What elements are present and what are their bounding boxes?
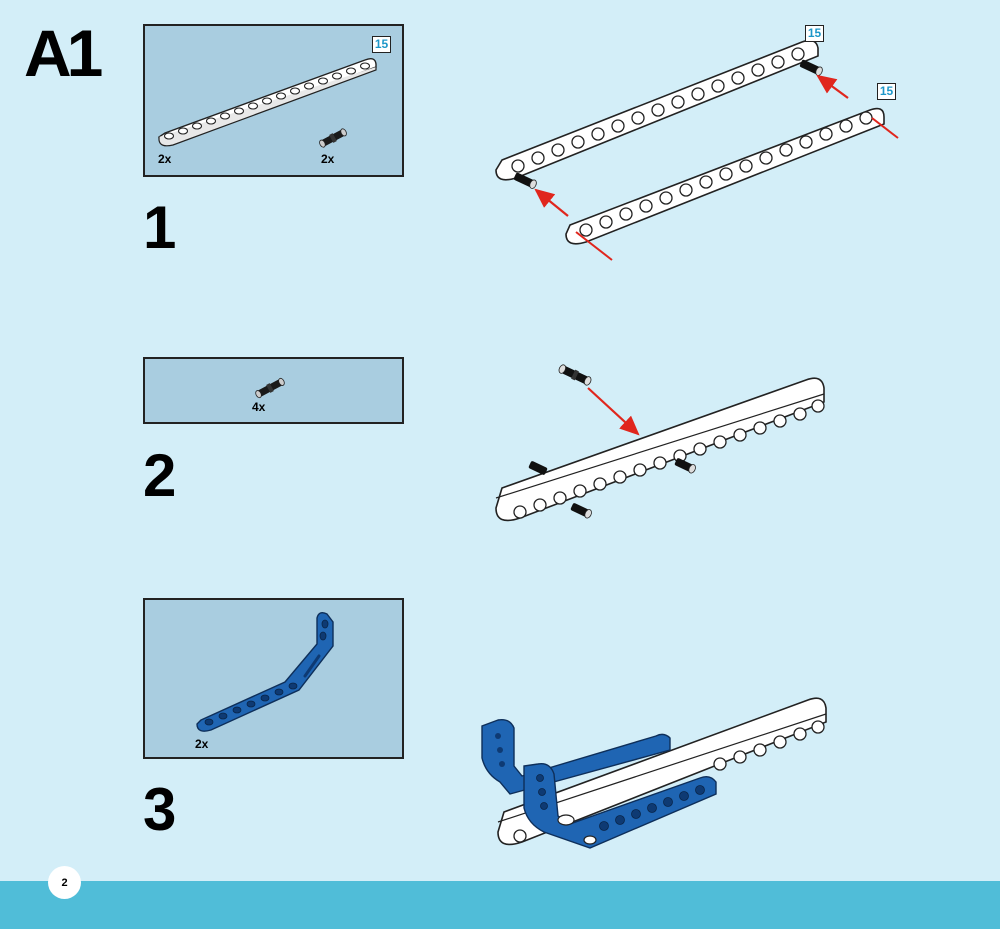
white-beam-15-icon [158, 57, 377, 147]
parts-box-step-2: 4x [143, 357, 404, 424]
length-callout: 15 [805, 25, 824, 42]
footer-bar [0, 881, 1000, 929]
page-code: A1 [24, 16, 103, 90]
length-callout: 15 [372, 36, 391, 53]
black-pin-icon [558, 364, 592, 386]
step-2-model-illustration [495, 364, 825, 522]
parts-box-step-3: 2x [143, 598, 404, 759]
black-pin-icon [570, 503, 592, 519]
black-pin-icon [674, 458, 696, 474]
parts-illustration-step-1 [158, 57, 377, 148]
step-number: 3 [143, 776, 177, 843]
step-3-model-illustration [481, 697, 827, 849]
black-pin-icon [255, 377, 285, 399]
page-number: 2 [61, 876, 68, 889]
length-callout: 15 [877, 83, 896, 100]
blue-angled-beam-icon [196, 611, 334, 732]
parts-illustration-step-2 [255, 377, 285, 399]
black-pin-icon [319, 128, 347, 148]
part-quantity: 4x [252, 400, 266, 414]
page-number-badge: 2 [48, 866, 81, 899]
step-number: 2 [143, 442, 177, 509]
step-1-model-illustration [495, 39, 899, 261]
white-beam-15-icon [565, 107, 885, 245]
part-quantity: 2x [158, 152, 172, 166]
parts-box-step-1: 15 2x 2x [143, 24, 404, 177]
step-number: 1 [143, 194, 177, 261]
black-pin-icon [528, 461, 548, 475]
black-pin-icon [513, 172, 537, 189]
part-quantity: 2x [321, 152, 335, 166]
part-quantity: 2x [195, 737, 209, 751]
black-pin-icon [799, 59, 823, 76]
parts-illustration-step-3 [196, 611, 334, 732]
